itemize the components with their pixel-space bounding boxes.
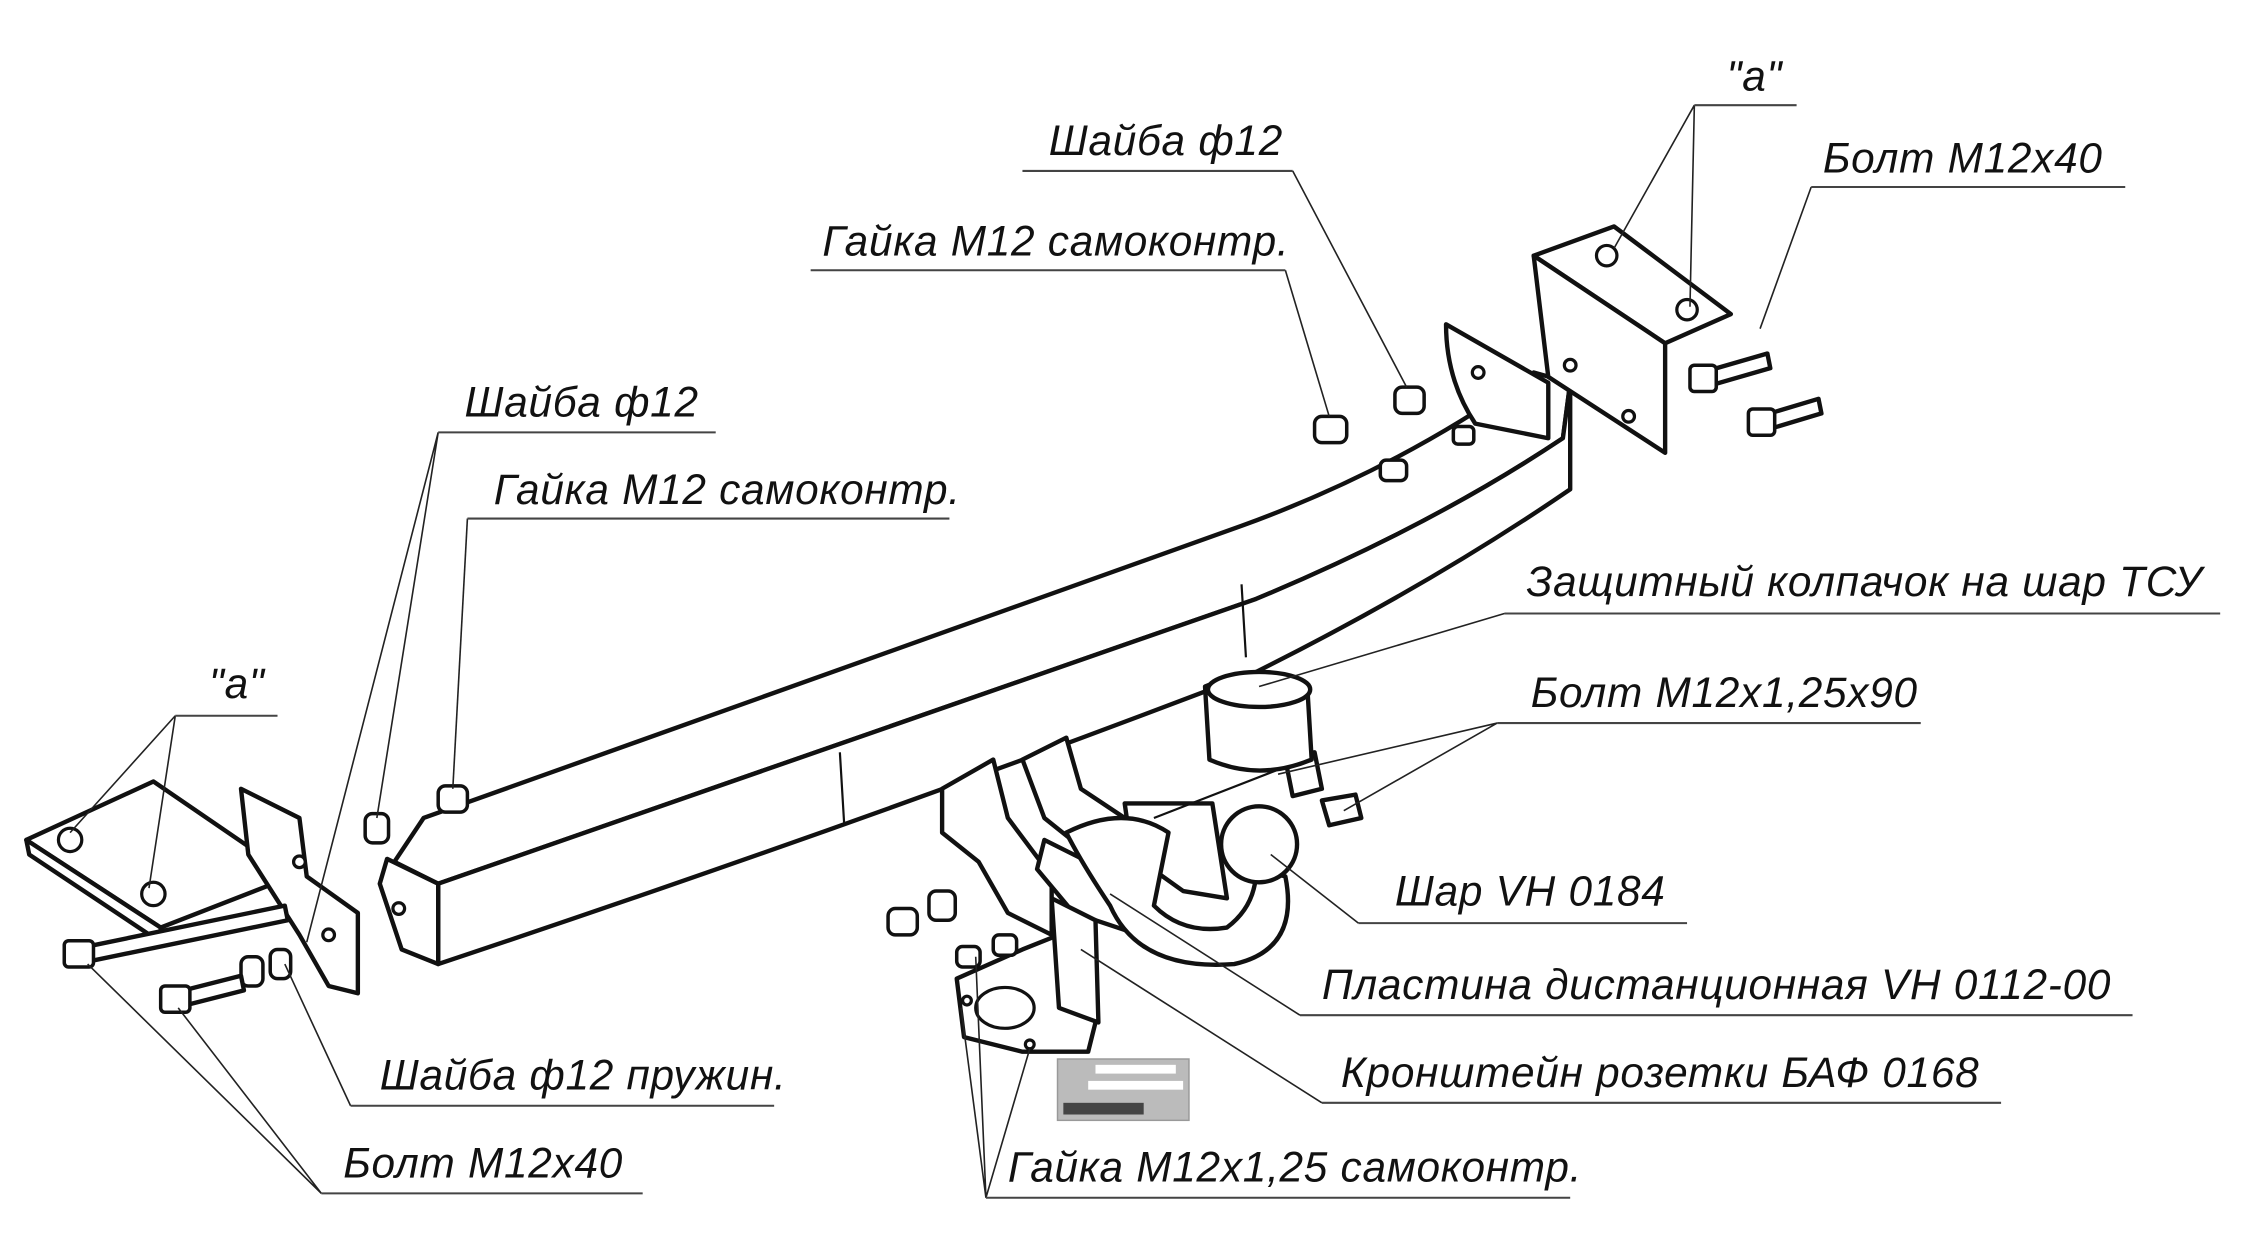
label-socket-bracket: Кронштейн розетки БАФ 0168: [1341, 1049, 1980, 1096]
left-bracket: [24, 779, 361, 996]
bosal-label-plate: [1056, 1058, 1190, 1122]
nut-icon: [1312, 414, 1349, 445]
leader-lines: [69, 104, 1812, 1198]
label-mark-a-left: "а": [209, 660, 266, 707]
label-nut-top: Гайка M12 самоконтр.: [822, 218, 1289, 265]
label-ball: Шар VH 0184: [1395, 868, 1666, 915]
callout-labels: "а" Болт M12x40 Шайба ф12 Гайка M12 само…: [209, 53, 2205, 1191]
label-mark-a-right: "а": [1726, 53, 1783, 100]
ball-mount: [939, 735, 1364, 967]
label-nut-left: Гайка M12 самоконтр.: [494, 466, 961, 513]
label-nut-bottom: Гайка M12x1,25 самоконтр.: [1008, 1144, 1582, 1191]
label-bolt-left: Болт M12x40: [343, 1139, 623, 1186]
label-washer-left: Шайба ф12: [464, 378, 698, 425]
label-bolt-right: Болт M12x40: [1823, 134, 2103, 181]
label-spring-washer: Шайба ф12 пружин.: [380, 1052, 787, 1099]
fasteners: [62, 351, 1824, 1015]
label-cap: Защитный колпачок на шар ТСУ: [1526, 558, 2205, 605]
label-washer-top: Шайба ф12: [1049, 117, 1283, 164]
label-spacer: Пластина дистанционная VH 0112-00: [1322, 961, 2111, 1008]
right-bracket: [1531, 224, 1734, 456]
socket-bracket: [954, 896, 1101, 1054]
tow-ball: [1202, 669, 1314, 885]
label-bolt-ball: Болт M12x1,25x90: [1531, 669, 1918, 716]
label-underlines: [175, 104, 2221, 1199]
